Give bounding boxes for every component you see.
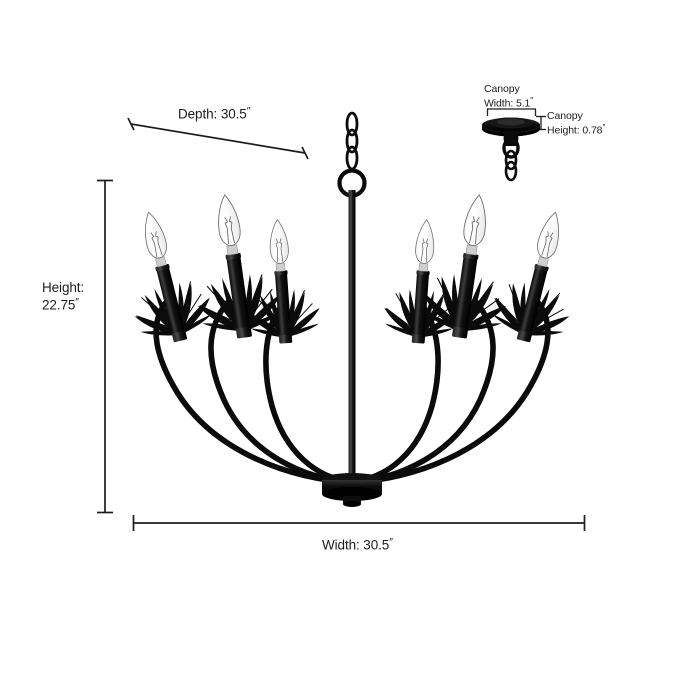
depth-dimension-line-icon [127,117,309,160]
canopy-width-line1: Canopy [484,83,520,95]
canopy-width-line2: Width: 5.1 [484,97,531,110]
center-hub [322,473,382,507]
height-unit: ″ [75,296,80,309]
canopy-height-unit: ″ [602,122,606,132]
depth-label: Depth: 30.5″ [178,105,250,123]
width-label-text: Width: 30.5 [322,537,390,553]
canopy-width-unit: ″ [530,95,534,105]
depth-unit: ″ [246,105,251,117]
canopy-height-line1: Canopy [547,110,583,122]
canopy-assembly [482,117,540,182]
height-label-line2: 22.75 [42,297,76,313]
width-label: Width: 30.5″ [322,536,393,554]
lamp-1 [110,202,219,351]
width-unit: ″ [389,536,393,548]
canopy-width-dimension-line-icon [486,108,537,116]
depth-label-text: Depth: 30.5 [178,106,247,122]
width-dimension-line-icon [132,515,586,531]
height-label: Height: 22.75″ [42,280,84,314]
height-label-line1: Height: [42,280,85,295]
chain-and-stem [337,111,367,480]
canopy-height-line2: Height: 0.78 [547,124,603,137]
lamp-6 [485,202,594,351]
height-dimension-line-icon [97,179,113,514]
